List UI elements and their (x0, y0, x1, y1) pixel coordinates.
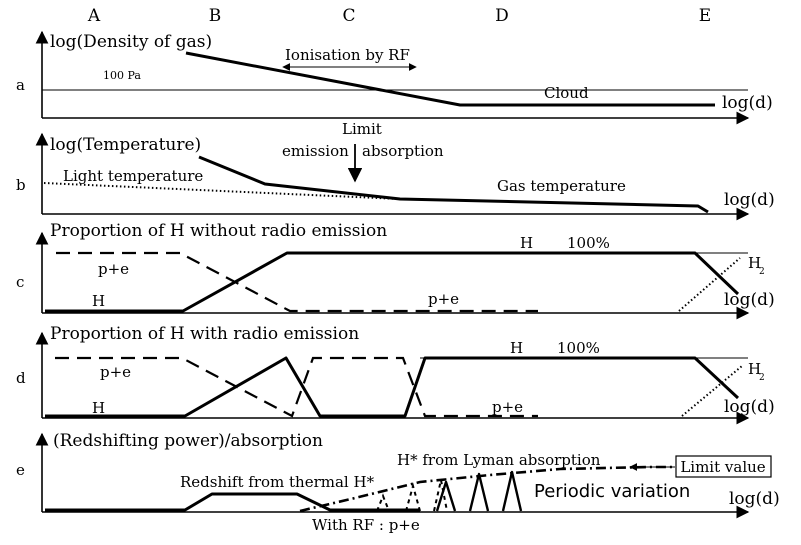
h2-subscript-c: 2 (759, 267, 765, 277)
panel-letter-d: d (16, 369, 26, 387)
periodic-spike-solid-2 (468, 472, 490, 512)
h2-label-d: H (748, 360, 761, 378)
x-axis-label-a: log(d) (722, 93, 773, 113)
rf-pe-label: With RF : p+e (312, 516, 420, 534)
percent-label-d: 100% (557, 339, 600, 357)
hydrogen-curve-d (45, 356, 740, 418)
gas-temperature-label: Gas temperature (497, 177, 626, 195)
limit-label-emission: emission (282, 142, 349, 160)
panel-letter-c: c (16, 273, 24, 291)
column-label-a: A (87, 6, 101, 26)
x-axis-label-c: log(d) (724, 290, 775, 310)
proton-electron-curve-d (55, 356, 538, 418)
lyman-absorption-label: H* from Lyman absorption (397, 451, 601, 469)
pe-label-c-left: p+e (98, 260, 129, 278)
panel-letter-a: a (16, 76, 25, 94)
light-temperature-curve (43, 182, 401, 200)
periodic-spike-dashed-3 (433, 479, 448, 512)
limit-value-box (675, 455, 772, 478)
thermal-redshift-label: Redshift from thermal H* (180, 473, 375, 491)
level-label-100pa: 100 Pa (103, 69, 141, 82)
column-headers: A B C D E (87, 6, 711, 26)
limit-label-absorption: absorption (362, 142, 444, 160)
periodic-variation-label: Periodic variation (534, 481, 690, 502)
ionisation-label: Ionisation by RF (285, 46, 410, 64)
cloud-label: Cloud (544, 84, 589, 102)
h-label-c-low: H (92, 292, 105, 310)
periodic-spike-dashed-2 (405, 482, 421, 512)
pe-label-c-right: p+e (428, 290, 459, 308)
panel-b: b log(Temperature) log(d) Limit emission… (16, 120, 775, 221)
limit-value-label: Limit value (680, 458, 765, 476)
periodic-spike-solid-1 (435, 480, 457, 512)
column-label-b: B (209, 6, 222, 26)
column-label-c: C (342, 6, 355, 26)
panel-title-e: (Redshifting power)/absorption (53, 431, 323, 451)
periodic-spike-dashed-1 (376, 493, 390, 512)
y-axis-label-b: log(Temperature) (50, 135, 201, 155)
x-axis-label-d: log(d) (724, 397, 775, 417)
x-axis-label-e: log(d) (729, 489, 780, 509)
pe-label-d-left: p+e (100, 363, 131, 381)
panel-a: a log(Density of gas) log(d) 100 Pa Ioni… (16, 30, 773, 125)
gas-temperature-curve (198, 155, 709, 214)
x-axis-label-b: log(d) (724, 190, 775, 210)
h2-label-c: H (748, 254, 761, 272)
gas-density-curve (185, 51, 715, 107)
percent-label-c: 100% (567, 234, 610, 252)
column-label-d: D (495, 6, 509, 26)
y-axis-label-a: log(Density of gas) (50, 32, 212, 52)
panel-title-d: Proportion of H with radio emission (50, 324, 359, 344)
periodic-spike-solid-3 (501, 470, 523, 512)
panel-title-c: Proportion of H without radio emission (50, 221, 387, 241)
panel-letter-e: e (16, 461, 25, 479)
column-label-e: E (699, 6, 711, 26)
panel-e: e (Redshifting power)/absorption log(d) … (16, 431, 780, 534)
light-temperature-label: Light temperature (63, 167, 203, 185)
hydrogen-curve-c (45, 251, 740, 313)
h-label-c-high: H (520, 234, 533, 252)
panel-c: c Proportion of H without radio emission… (16, 221, 775, 320)
pe-label-d-right: p+e (492, 398, 523, 416)
h2-subscript-d: 2 (759, 373, 765, 383)
h-label-d-low: H (92, 399, 105, 417)
panel-letter-b: b (16, 176, 26, 194)
h2-curve-d (681, 365, 743, 417)
thermal-redshift-curve (45, 492, 420, 512)
panel-d: d Proportion of H with radio emission lo… (16, 324, 775, 425)
limit-label-line1: Limit (342, 120, 382, 138)
h-label-d-high: H (510, 339, 523, 357)
h2-curve-c (678, 257, 741, 312)
